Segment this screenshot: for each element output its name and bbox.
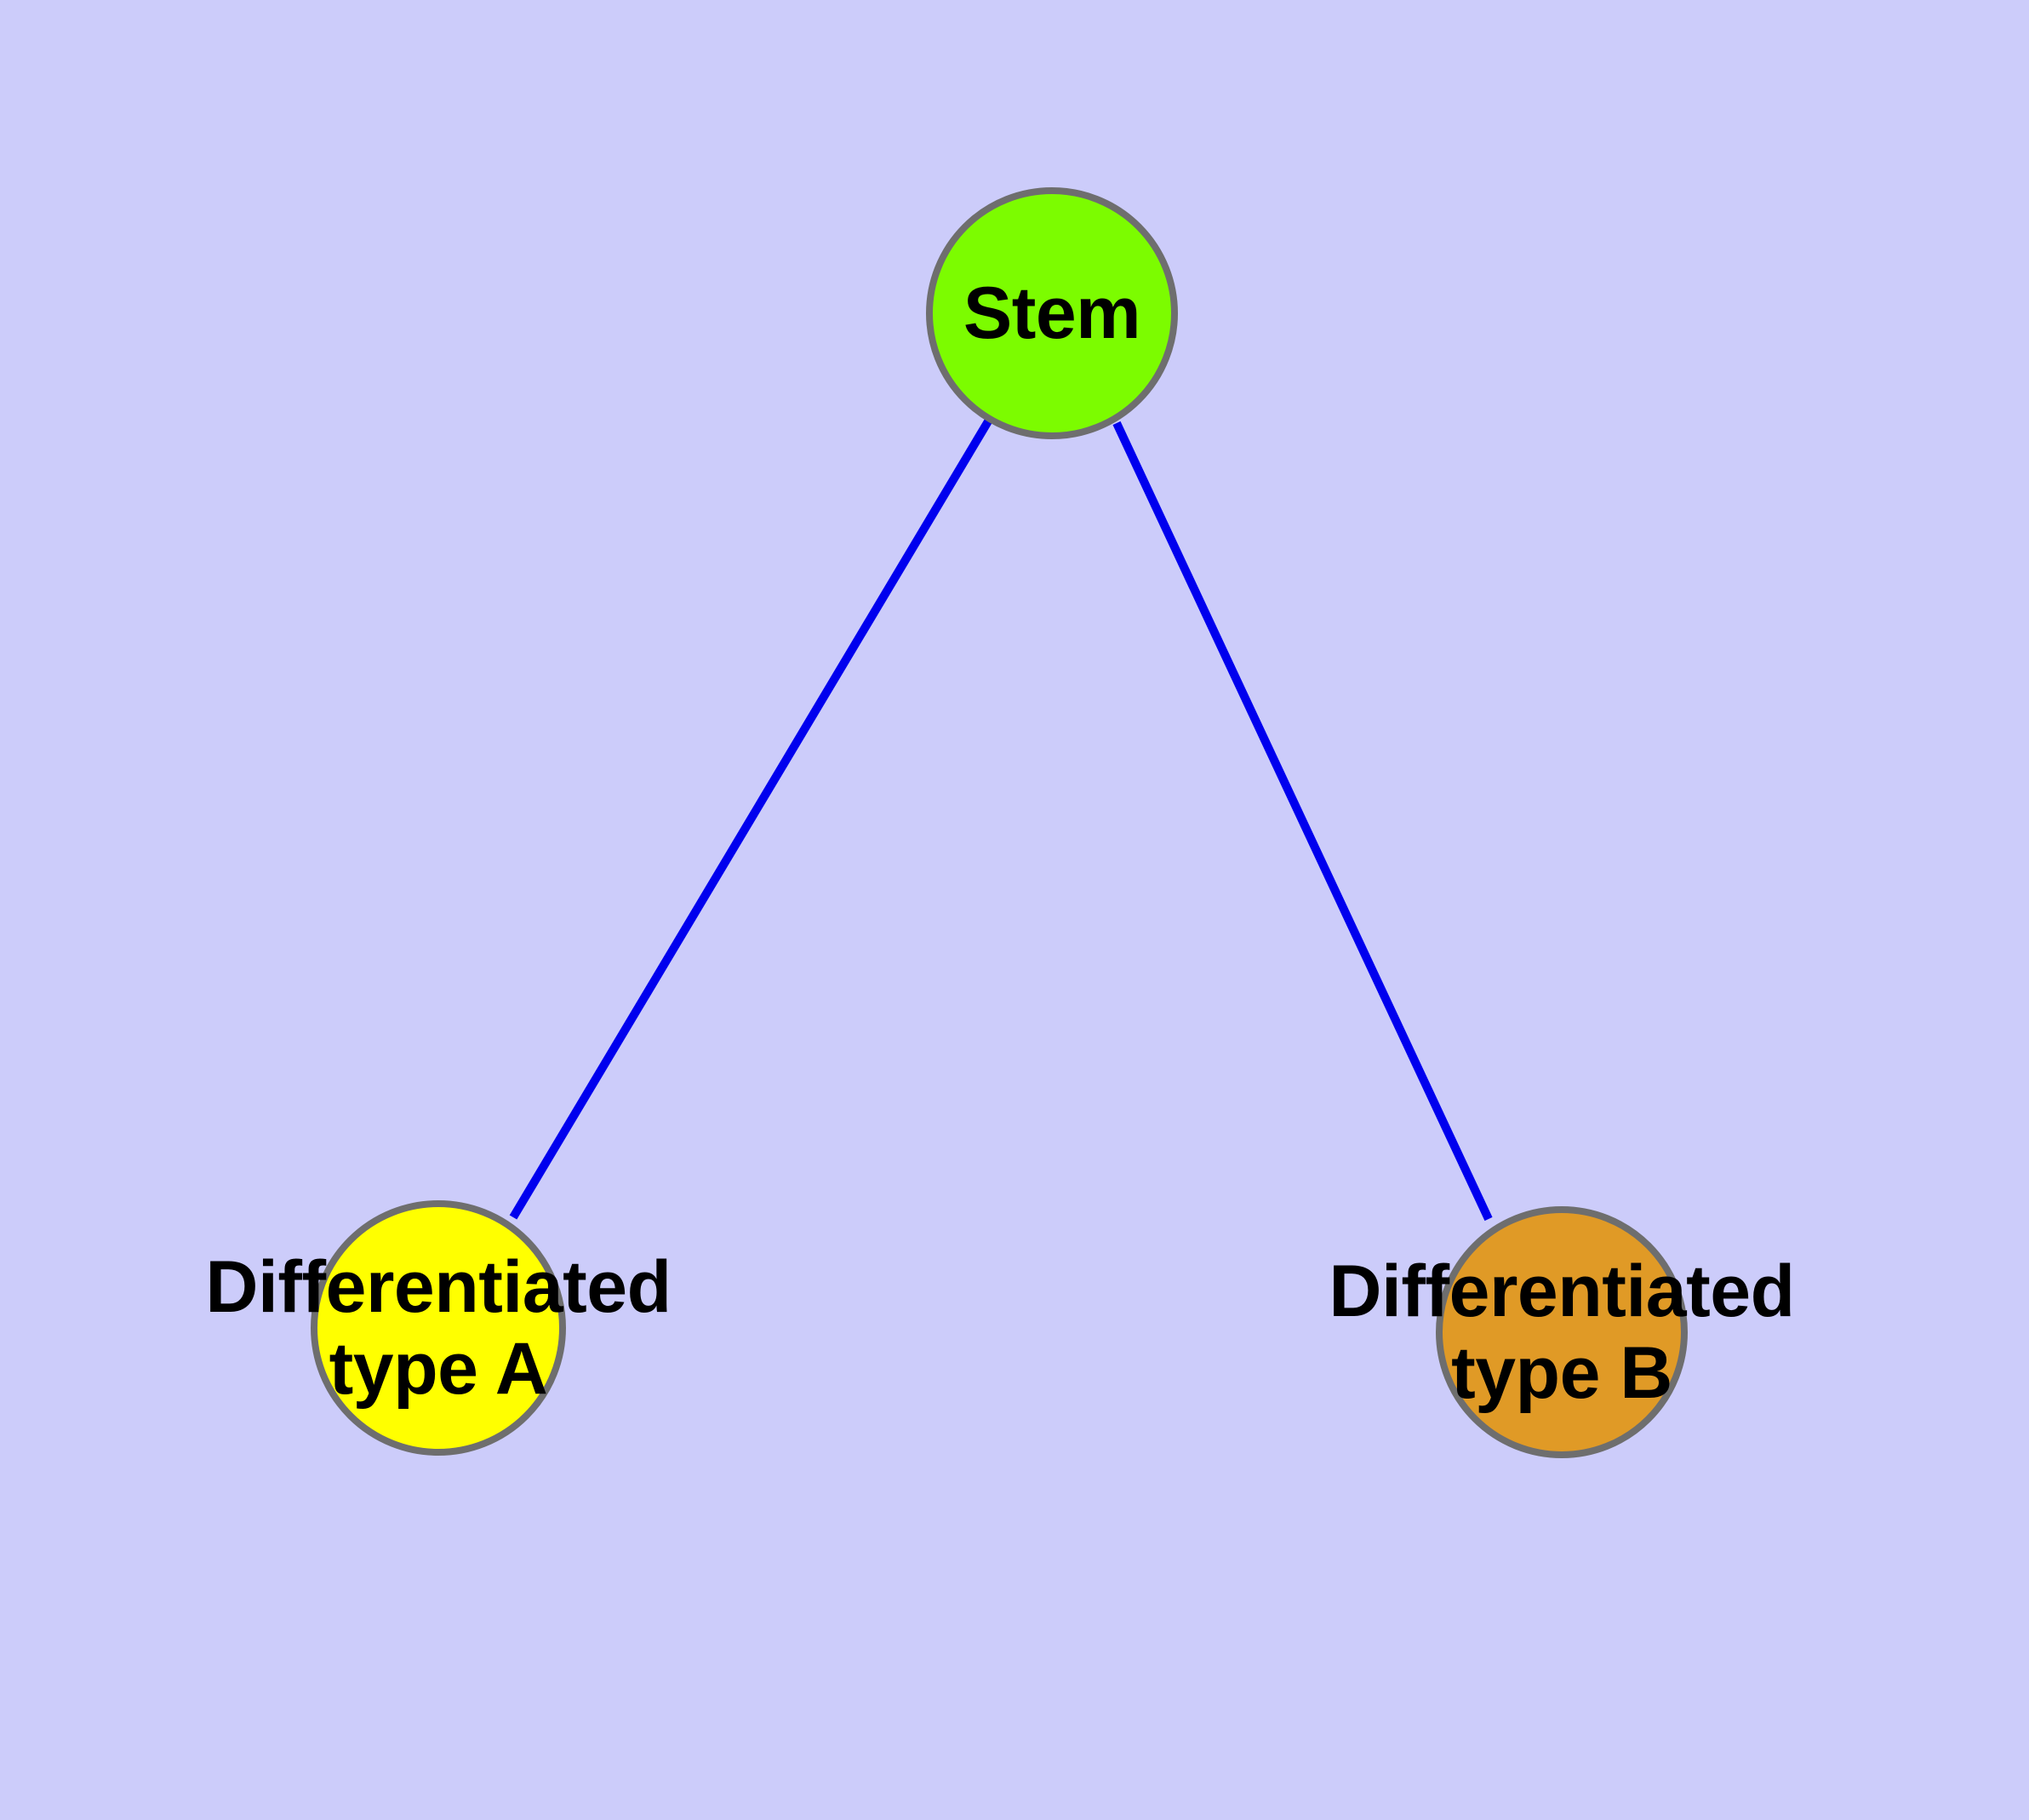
- edge-stem-to-differentiated-type-b[interactable]: [1112, 421, 1493, 1222]
- node-differentiated-type-b[interactable]: [1436, 1206, 1688, 1458]
- node-differentiated-type-a[interactable]: [311, 1200, 566, 1456]
- edge-stem-to-differentiated-type-a[interactable]: [509, 419, 992, 1220]
- node-stem[interactable]: [926, 187, 1178, 439]
